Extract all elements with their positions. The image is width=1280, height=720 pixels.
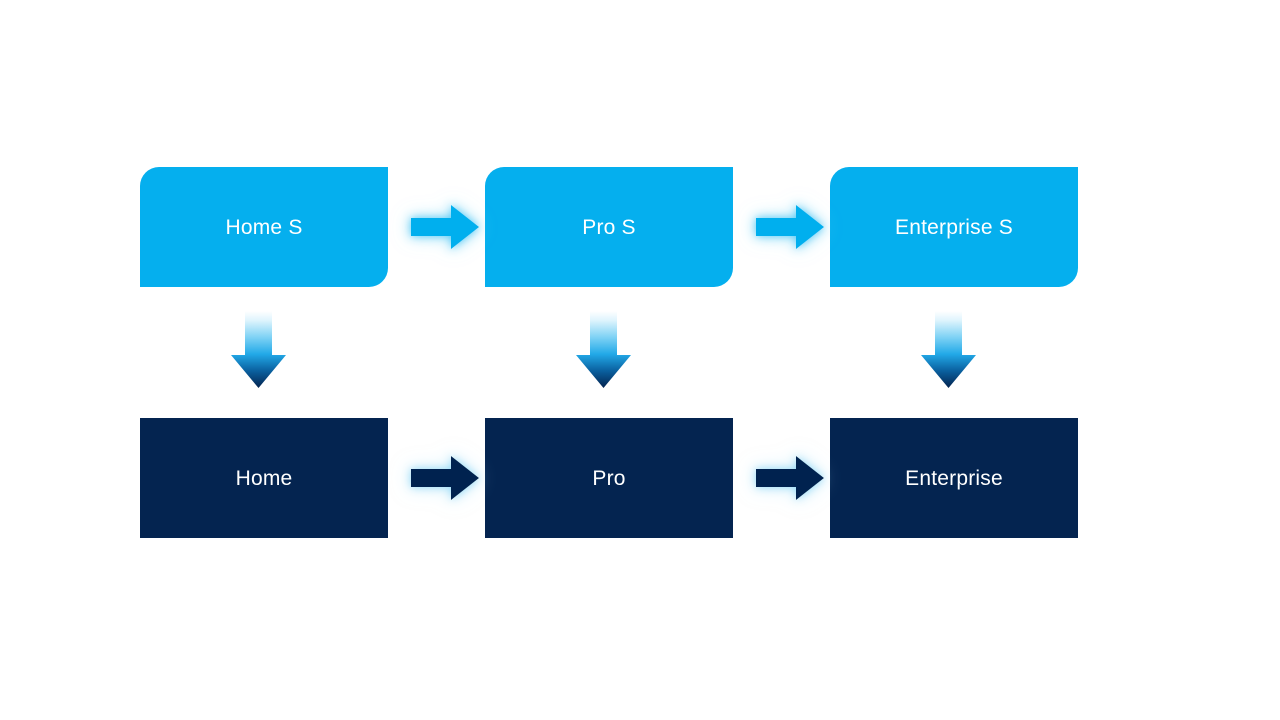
node-home[interactable]: Home: [140, 418, 388, 538]
node-pro-s[interactable]: Pro S: [485, 167, 733, 287]
arrow-down-icon: [231, 311, 286, 388]
arrow-down-icon: [576, 311, 631, 388]
connector-home-s-to-home: [231, 311, 286, 388]
node-label: Enterprise S: [895, 215, 1013, 239]
arrow-right-icon: [411, 205, 479, 249]
node-home-s[interactable]: Home S: [140, 167, 388, 287]
node-label: Pro S: [582, 215, 636, 239]
connector-home-to-pro: [411, 454, 479, 502]
node-enterprise-s[interactable]: Enterprise S: [830, 167, 1078, 287]
arrow-right-icon: [411, 456, 479, 500]
arrow-down-icon: [921, 311, 976, 388]
node-pro[interactable]: Pro: [485, 418, 733, 538]
node-label: Home S: [225, 215, 303, 239]
arrow-right-icon: [756, 205, 824, 249]
connector-pro-to-enterprise: [756, 454, 824, 502]
node-label: Pro: [592, 466, 626, 490]
node-label: Home: [235, 466, 293, 490]
node-label: Enterprise: [905, 466, 1003, 490]
arrow-right-icon: [756, 456, 824, 500]
connector-pro-s-to-pro: [576, 311, 631, 388]
connector-home-s-to-pro-s: [411, 203, 479, 251]
connector-pro-s-to-enterprise-s: [756, 203, 824, 251]
connector-enterprise-s-to-enterprise: [921, 311, 976, 388]
node-enterprise[interactable]: Enterprise: [830, 418, 1078, 538]
